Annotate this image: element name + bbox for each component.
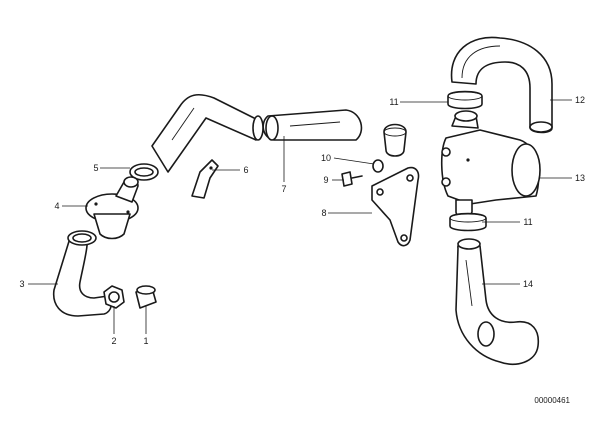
hose-upper-left[interactable] — [151, 93, 264, 173]
callout-6: 6 — [243, 165, 248, 175]
callout-11-lower: 11 — [523, 217, 532, 227]
callout-14: 14 — [523, 279, 533, 289]
clamp-part-11-lower[interactable] — [449, 212, 487, 232]
valve-part-13[interactable] — [440, 110, 541, 218]
callout-3: 3 — [19, 279, 24, 289]
document-number: 00000461 — [534, 396, 570, 405]
bracket-part-8[interactable] — [371, 166, 420, 247]
callout-5: 5 — [93, 163, 98, 173]
clamp-part-11-upper[interactable] — [447, 90, 483, 110]
callout-13: 13 — [575, 173, 585, 183]
callout-10: 10 — [321, 153, 331, 163]
callout-9: 9 — [323, 175, 328, 185]
callout-11-upper: 11 — [389, 97, 398, 107]
callout-4: 4 — [54, 201, 59, 211]
callout-7: 7 — [281, 184, 286, 194]
hose-part-14[interactable] — [455, 238, 540, 366]
leader-lines — [28, 99, 572, 334]
cap-part-1[interactable] — [135, 285, 157, 309]
nut-part-2[interactable] — [103, 285, 125, 309]
hose-part-3[interactable] — [52, 230, 113, 317]
callout-12: 12 — [575, 95, 585, 105]
hose-part-7[interactable] — [262, 109, 363, 141]
hose-part-12[interactable] — [450, 36, 553, 134]
clamp-part-5[interactable] — [129, 163, 159, 181]
flange-part-4[interactable] — [85, 176, 139, 240]
clamp-ring-middle[interactable] — [383, 123, 407, 157]
ring-part-10[interactable] — [372, 159, 384, 173]
bolt-part-9[interactable] — [341, 171, 363, 187]
callout-8: 8 — [321, 208, 326, 218]
bracket-part-6[interactable] — [191, 159, 219, 199]
callout-2: 2 — [111, 336, 116, 346]
callout-1: 1 — [143, 336, 148, 346]
